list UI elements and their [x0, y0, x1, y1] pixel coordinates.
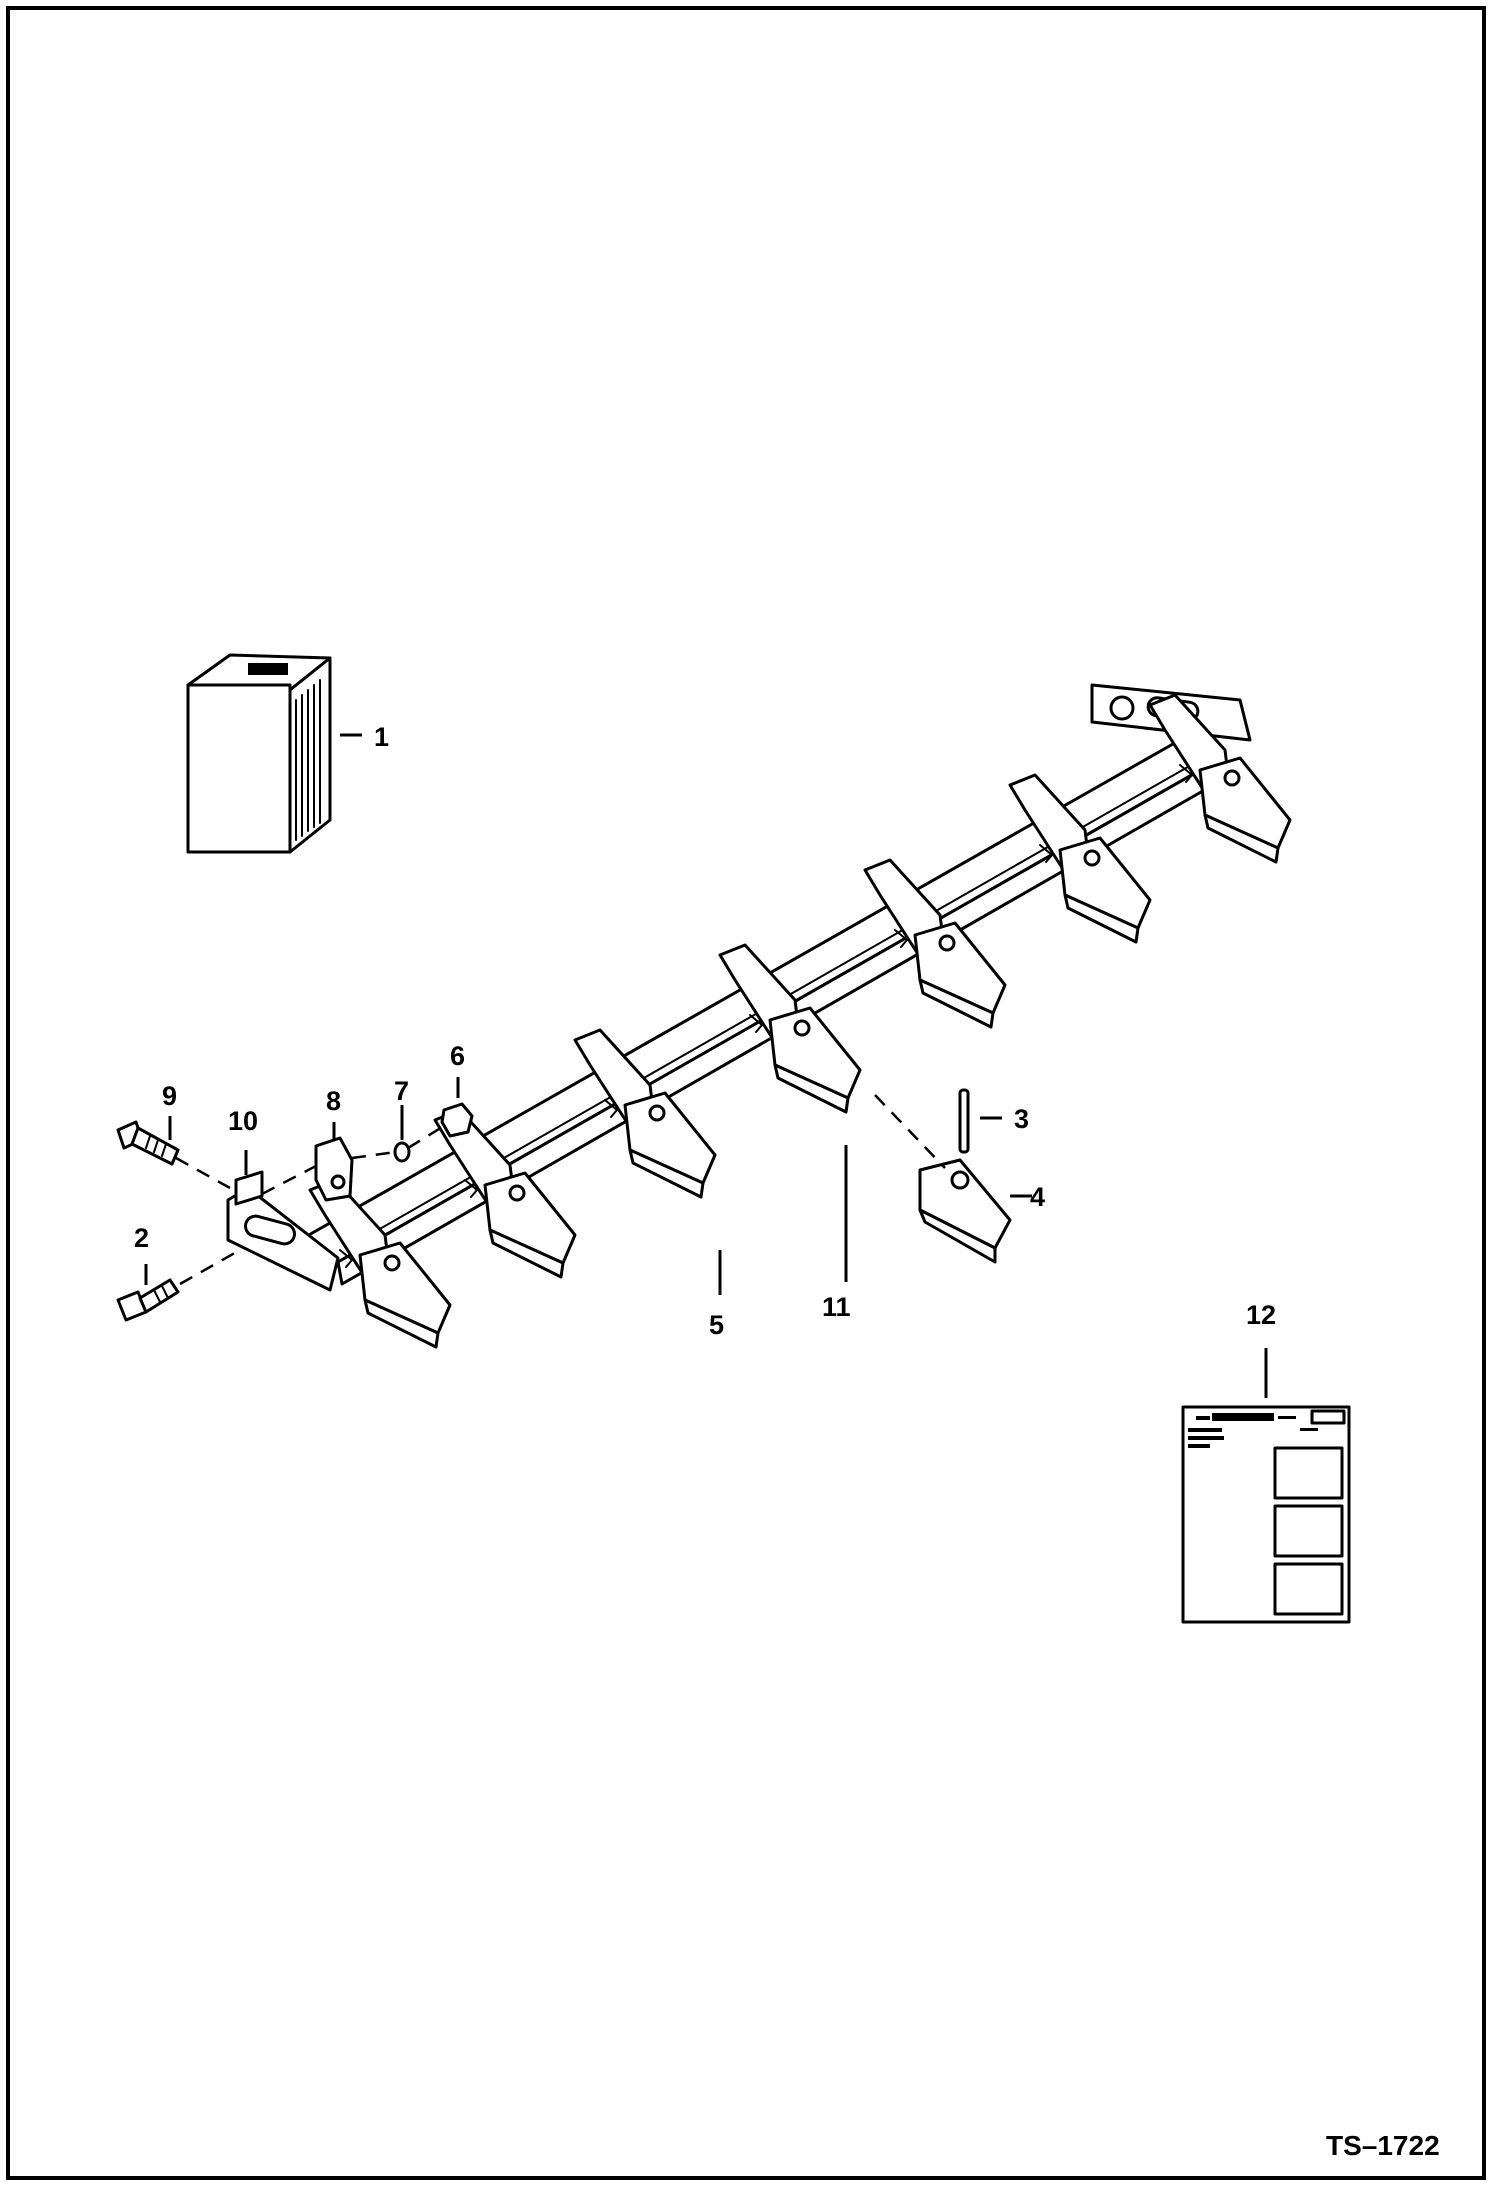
part-bolt-upper — [116, 1120, 180, 1166]
teeth-group — [308, 693, 1292, 1349]
callout-8: 8 — [326, 1086, 342, 1116]
callout-5: 5 — [709, 1310, 725, 1340]
part-pin — [958, 1088, 970, 1154]
part-plate — [314, 1136, 354, 1202]
tooth-assembly — [308, 1178, 452, 1349]
callout-11: 11 — [822, 1292, 851, 1322]
drawing-border — [6, 6, 1486, 2180]
callout-10: 10 — [228, 1106, 259, 1136]
part-instruction-sheet — [1181, 1405, 1351, 1624]
callout-3: 3 — [1014, 1104, 1030, 1134]
document-number: TS–1722 — [1326, 2130, 1440, 2161]
tooth-assembly — [718, 943, 862, 1114]
part-bolt-lower — [116, 1278, 180, 1322]
part-end-bracket-left — [226, 1170, 340, 1292]
tooth-assembly — [1148, 693, 1292, 864]
part-tooth-point — [918, 1158, 1012, 1264]
part-kit-box — [186, 653, 332, 854]
callout-1: 1 — [374, 722, 390, 752]
tooth-assembly — [863, 858, 1007, 1029]
tooth-assembly — [1008, 773, 1152, 944]
tooth-assembly — [573, 1028, 717, 1199]
callout-9: 9 — [162, 1081, 178, 1111]
callout-2: 2 — [134, 1223, 150, 1253]
callout-4: 4 — [1030, 1182, 1046, 1212]
callout-12: 12 — [1246, 1300, 1277, 1330]
part-washer — [393, 1141, 411, 1163]
callout-7: 7 — [394, 1076, 410, 1106]
part-nut — [440, 1102, 474, 1138]
callout-6: 6 — [450, 1041, 466, 1071]
